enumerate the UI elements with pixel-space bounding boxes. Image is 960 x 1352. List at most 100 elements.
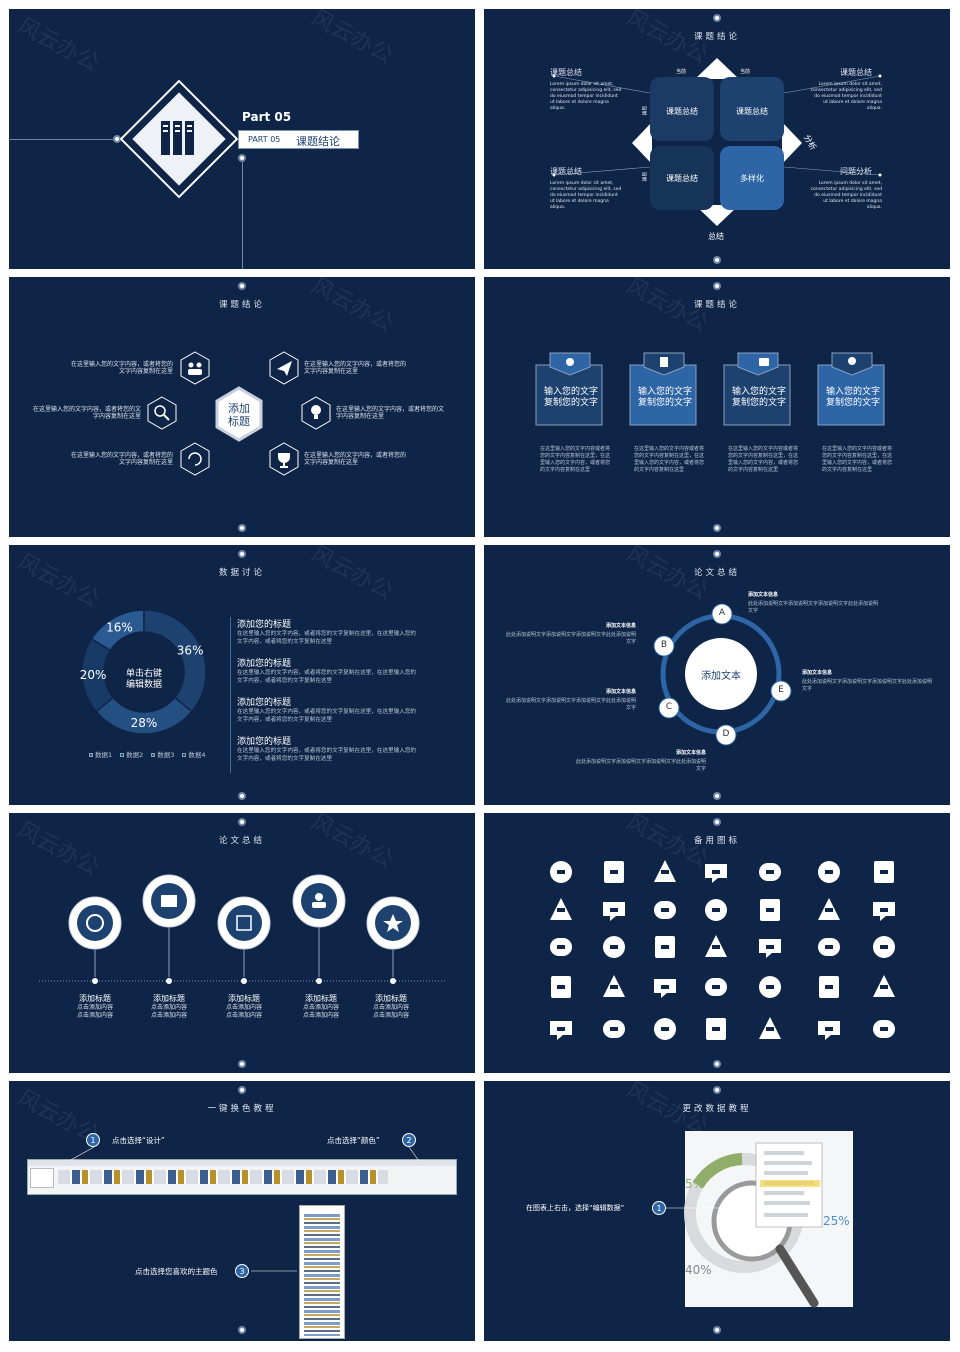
cycle-letter: E (778, 685, 784, 695)
card-body: 在这里输入您的文字内容或者将您的文字内容复制在这里，在这里输入您的文字内容，或者… (822, 446, 893, 473)
bulb-icon (654, 1018, 676, 1040)
donut-value-label: 28% (131, 716, 158, 730)
part-name: 课题结论 (296, 135, 340, 148)
reading-student-icon (654, 901, 676, 919)
calendar-clock-icon (818, 1021, 840, 1040)
team-presenting-icon (603, 902, 625, 921)
item-text: 在这里输入您的文字内容，或者将您的文字内容复制在这里 (304, 361, 407, 375)
item-head: 添加您的标题 (237, 698, 292, 708)
slide-data-tutorial: 风云办公 更改数据教程 25% 40% 5% 1 在图表上右击，选择“编辑数据” (484, 1081, 950, 1341)
item-body: 在这里输入您的文字内容，或者将您的文字复制在这里，在这里输入您的文字内容，或者将… (237, 709, 417, 723)
item-head: 添加您的标题 (237, 737, 292, 747)
magnify-chart-icon (873, 936, 895, 958)
item-text: 在这里输入您的文字内容，或者将您的文字内容复制在这里 (70, 452, 173, 466)
card-label: 输入您的文字 复制您的文字 (637, 387, 692, 408)
info-head: 添加文本信息 (802, 670, 833, 676)
timeline-graphic (39, 874, 445, 984)
step-number: 3 (235, 1264, 249, 1278)
donut-slice-4 (81, 637, 115, 713)
item-body: 点击添加内容 点击添加内容 (76, 1004, 113, 1019)
quad-bottom-right: 多样化 (740, 174, 764, 183)
cycle-letter: A (718, 608, 726, 618)
legend-entry: 数据2 (120, 751, 143, 759)
heart-plus-icon (550, 861, 572, 883)
color-menu-screenshot (299, 1205, 345, 1339)
block-body: Lorem ipsum dolor sit amet, consectetur … (550, 181, 622, 210)
idea-head-icon (760, 899, 780, 921)
chart-label-25: 25% (823, 1214, 850, 1228)
item-head: 添加您的标题 (237, 620, 292, 630)
info-body: 此处添加说明文字添加说明文字添加说明文字此处添加说明文字 (505, 698, 636, 711)
slide-title: 一键换色教程 (207, 1104, 277, 1114)
donut-legend: 数据1 数据2 数据3 数据4 (89, 749, 214, 759)
card-body: 在这里输入您的文字内容或者将您的文字内容复制在这里，在这里输入您的文字内容，或者… (728, 446, 799, 473)
donut-center-label: 单击右键 编辑数据 (125, 669, 162, 690)
info-body: 此处添加说明文字添加说明文字添加说明文字此处添加说明文字 (748, 601, 879, 614)
slide-icons: 风云办公 备用图标 (484, 813, 950, 1073)
item-text: 在这里输入您的文字内容，或者将您的文字内容复制在这里 (304, 452, 407, 466)
group-icon (759, 1017, 781, 1039)
item-head: 添加标题 (305, 994, 337, 1003)
slide-title: 课题结论 (693, 32, 740, 42)
item-body: 点击添加内容 点击添加内容 (372, 1004, 409, 1019)
donut-value-label: 16% (106, 620, 133, 634)
presentation-icon (759, 939, 781, 958)
legend-entry: 数据3 (151, 751, 174, 759)
shield-icon (705, 935, 727, 957)
part-title: Part 05 (242, 110, 292, 124)
arrows-in-icon (551, 976, 571, 998)
arrow-label: 当前 (740, 69, 751, 75)
slide-data-donut: 风云办公 风云办公 数据讨论 16%36%28%20% 单击右键 编辑数据 数据… (9, 545, 475, 805)
item-text: 在这里输入您的文字内容，或者将您的文字内容复制在这里 (33, 406, 142, 420)
item-body: 在这里输入您的文字内容，或者将您的文字复制在这里，在这里输入您的文字内容，或者将… (237, 670, 417, 684)
arrow-label: 总结 (708, 232, 724, 241)
slide-title: 课题结论 (218, 300, 265, 310)
item-body: 在这里输入您的文字内容，或者将您的文字复制在这里，在这里输入您的文字内容，或者将… (237, 748, 417, 762)
lock-icon (706, 1018, 726, 1040)
thumbs-up-icon (603, 936, 625, 958)
donut-value-label: 36% (177, 643, 204, 657)
donut-hole (106, 634, 182, 710)
cycle-graphic (653, 603, 792, 746)
timeline-item: 添加标题 点击添加内容 点击添加内容 (283, 993, 359, 1020)
pointer-lines (68, 1146, 420, 1272)
chat-icon (550, 1021, 572, 1040)
block-head: 课题总结 (550, 68, 582, 77)
item-body: 点击添加内容 点击添加内容 (225, 1004, 262, 1019)
info-icon (759, 976, 781, 998)
timeline-item: 添加标题 点击添加内容 点击添加内容 (57, 993, 133, 1020)
block-head: 课题总结 (840, 68, 872, 77)
item-head: 添加标题 (79, 994, 111, 1003)
slide-title: 课题结论 (693, 300, 740, 310)
timeline-item: 添加标题 点击添加内容 点击添加内容 (131, 993, 207, 1020)
cycle-letter: D (722, 729, 730, 739)
card-body: 在这里输入您的文字内容或者将您的文字内容复制在这里，在这里输入您的文字内容，或者… (540, 446, 611, 473)
slide-title: 更改数据教程 (682, 1104, 752, 1114)
step-text: 点击选择“设计” (112, 1136, 165, 1145)
step-number: 1 (86, 1133, 100, 1147)
legend-entry: 数据4 (182, 751, 206, 759)
certificate-board-icon (550, 898, 572, 920)
card-label: 输入您的文字 复制您的文字 (543, 387, 598, 408)
info-body: 此处添加说明文字添加说明文字添加说明文字此处添加说明文字 (575, 759, 706, 772)
ribbon-screenshot (27, 1159, 457, 1195)
arrow-label: 当前 (676, 69, 687, 75)
key-icon (873, 1020, 895, 1038)
chart-label-5: 5% (685, 1177, 705, 1191)
item-body: 在这里输入您的文字内容，或者将您的文字复制在这里，在这里输入您的文字内容，或者将… (237, 631, 417, 645)
donut-value-label: 20% (80, 668, 107, 682)
pie-icon (818, 938, 840, 956)
center-title: 添加 标题 (228, 402, 250, 428)
tools-icon (818, 898, 840, 920)
slide-title: 论文总结 (218, 836, 265, 846)
music-icon (654, 979, 676, 998)
info-head: 添加文本信息 (748, 592, 779, 598)
binders-icon (874, 861, 894, 883)
arrow-label: 当前 (640, 105, 647, 116)
step-number: 1 (652, 1201, 666, 1215)
card-label: 输入您的文字 复制您的文字 (825, 387, 880, 408)
computer-user-icon (604, 861, 624, 883)
cycle-letter: C (665, 702, 673, 712)
block-body: Lorem ipsum dolor sit amet, consectetur … (810, 181, 882, 210)
legend-entry: 数据1 (89, 751, 112, 759)
